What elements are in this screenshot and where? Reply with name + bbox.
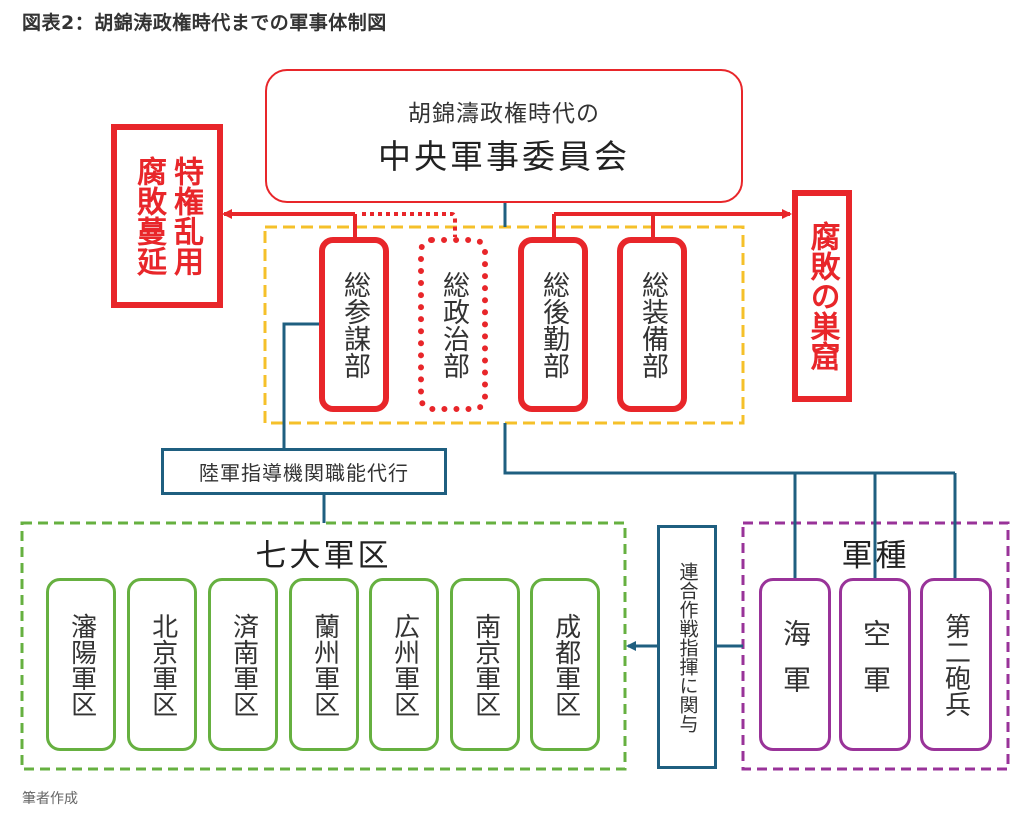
credit-note: 筆者作成 [22, 791, 78, 807]
left-callout-privilege: 特権乱用 [168, 156, 203, 276]
departments-to-branches-line [503, 423, 955, 475]
general-staff-to-army-role-line [282, 322, 319, 450]
dept-general-staff: 総参謀部 [319, 237, 389, 412]
region-beijing: 北京軍区 [127, 578, 197, 751]
region-chengdu: 成都軍区 [530, 578, 600, 751]
figure-title: 図表2：胡錦涛政権時代までの軍事体制図 [22, 12, 387, 34]
political-dept-dotted-connector [362, 212, 457, 237]
region-jinan: 済南軍区 [208, 578, 278, 751]
branch-airforce: 空軍 [839, 578, 911, 751]
dept-general-equipment: 総装備部 [617, 237, 687, 412]
cmc-subtitle: 胡錦濤政権時代の [408, 101, 600, 127]
left-callout-box: 特権乱用 腐敗蔓延 [111, 124, 223, 308]
central-military-commission-box: 胡錦濤政権時代の 中央軍事委員会 [265, 69, 743, 203]
joint-ops-box: 連合作戦指揮に関与 [657, 525, 717, 769]
dept-general-logistics: 総後勤部 [518, 237, 588, 412]
cmc-title: 中央軍事委員会 [378, 137, 630, 176]
branch-second-artillery: 第二砲兵 [920, 578, 992, 751]
region-guangzhou: 広州軍区 [369, 578, 439, 751]
region-lanzhou: 蘭州軍区 [289, 578, 359, 751]
branch-navy: 海軍 [759, 578, 831, 751]
army-role-box: 陸軍指導機関職能代行 [161, 448, 447, 495]
region-shenyang: 瀋陽軍区 [46, 578, 116, 751]
left-callout-corruption: 腐敗蔓延 [131, 156, 166, 276]
military-regions-title: 七大軍区 [255, 538, 392, 574]
region-nanjing: 南京軍区 [450, 578, 520, 751]
dept-general-political: 総政治部 [418, 237, 488, 412]
right-callout-box: 腐敗の巣窟 [792, 190, 852, 402]
branches-title: 軍種 [841, 538, 910, 574]
military-regions-group-border [20, 521, 627, 771]
